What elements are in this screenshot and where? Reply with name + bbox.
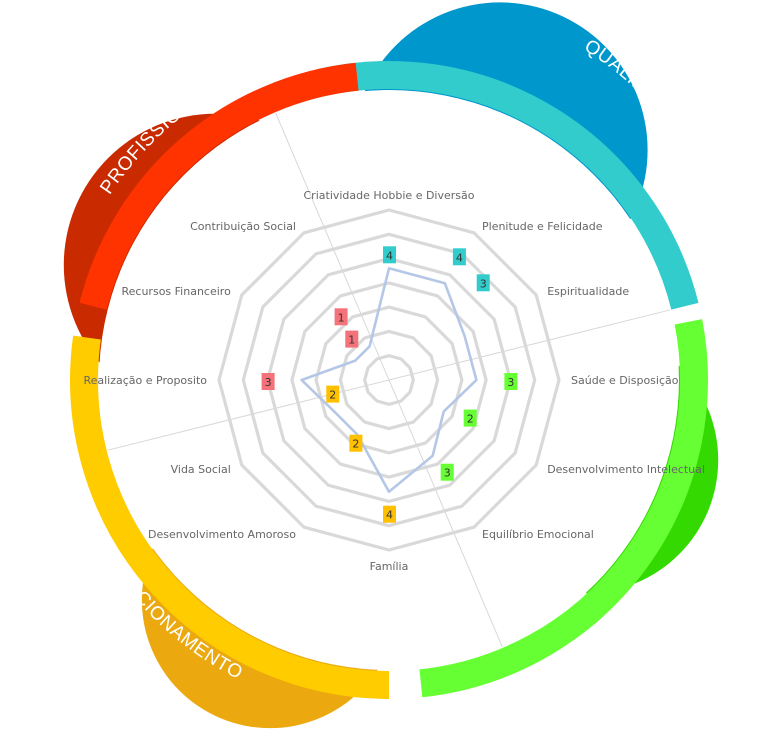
radar-gridlines — [217, 208, 561, 552]
axis-label-4: Saúde e Disposição — [571, 374, 679, 387]
radar-series — [300, 266, 478, 494]
data-label-box — [504, 373, 518, 390]
data-label-5: 2 — [463, 409, 477, 427]
data-label-text: 1 — [348, 334, 355, 347]
data-label-box — [349, 434, 363, 452]
data-label-box — [452, 248, 466, 266]
axis-label-3: Espiritualidade — [547, 285, 629, 298]
data-label-11: 1 — [345, 330, 359, 348]
data-label-box — [326, 385, 340, 403]
axis-label-7: Família — [370, 560, 409, 573]
radar-axis-labels: Criatividade Hobbie e DiversãoPlenitude … — [83, 189, 705, 573]
data-label-10: 3 — [261, 373, 275, 390]
data-label-text: 3 — [444, 467, 451, 480]
grid-ring-2 — [338, 329, 440, 431]
grid-ring-4 — [290, 281, 488, 479]
series-line-1 — [300, 266, 478, 494]
data-label-box — [345, 330, 359, 348]
data-label-text: 2 — [352, 438, 359, 451]
area-ring-3 — [70, 335, 390, 699]
area-ring-4 — [79, 62, 359, 310]
divider-line-2 — [107, 309, 671, 451]
axis-label-12: Contribuição Social — [190, 220, 296, 233]
radar-data-labels: 4 4 3 3 2 3 4 2 2 3 11 — [261, 246, 518, 523]
data-label-text: 4 — [456, 251, 463, 264]
data-label-text: 2 — [329, 389, 336, 402]
data-label-box — [334, 308, 348, 326]
grid-ring-1 — [363, 354, 415, 406]
axis-label-2: Plenitude e Felicidade — [482, 220, 603, 233]
axis-label-8: Desenvolvimento Amoroso — [148, 528, 296, 541]
axis-label-9: Vida Social — [171, 463, 231, 476]
data-label-box — [476, 274, 490, 292]
data-label-box — [383, 246, 396, 264]
grid-ring-6 — [241, 232, 537, 528]
axis-label-11: Recursos Financeiro — [122, 285, 232, 298]
data-label-text: 4 — [386, 249, 393, 262]
data-label-box — [261, 373, 275, 390]
grid-ring-7 — [217, 208, 561, 552]
data-label-8: 2 — [349, 434, 363, 452]
area-ring-1 — [317, 61, 699, 310]
data-label-text: 1 — [338, 311, 345, 324]
data-label-9: 2 — [326, 385, 340, 403]
grid-ring-3 — [314, 305, 464, 455]
data-label-text: 2 — [467, 413, 474, 426]
data-label-1: 4 — [383, 246, 396, 264]
data-label-4: 3 — [504, 373, 518, 390]
data-label-box — [463, 409, 477, 427]
data-label-box — [440, 463, 454, 481]
area-ring-2 — [419, 319, 708, 698]
data-label-text: 3 — [480, 277, 487, 290]
axis-label-6: Equilíbrio Emocional — [482, 528, 594, 541]
data-label-6: 3 — [440, 463, 454, 481]
data-label-12: 1 — [334, 308, 348, 326]
data-label-7: 4 — [383, 505, 396, 523]
axis-label-5: Desenvolvimento Intelectual — [547, 463, 705, 476]
quadrant-divider-lines — [107, 112, 671, 648]
data-label-text: 3 — [265, 376, 272, 389]
data-label-box — [383, 505, 396, 523]
data-label-text: 3 — [507, 376, 514, 389]
axis-label-1: Criatividade Hobbie e Diversão — [304, 189, 475, 202]
grid-ring-5 — [265, 256, 513, 504]
data-label-2: 4 — [452, 248, 466, 266]
axis-label-10: Realização e Proposito — [83, 374, 207, 387]
data-label-3: 3 — [476, 274, 490, 292]
data-label-text: 4 — [386, 509, 393, 522]
